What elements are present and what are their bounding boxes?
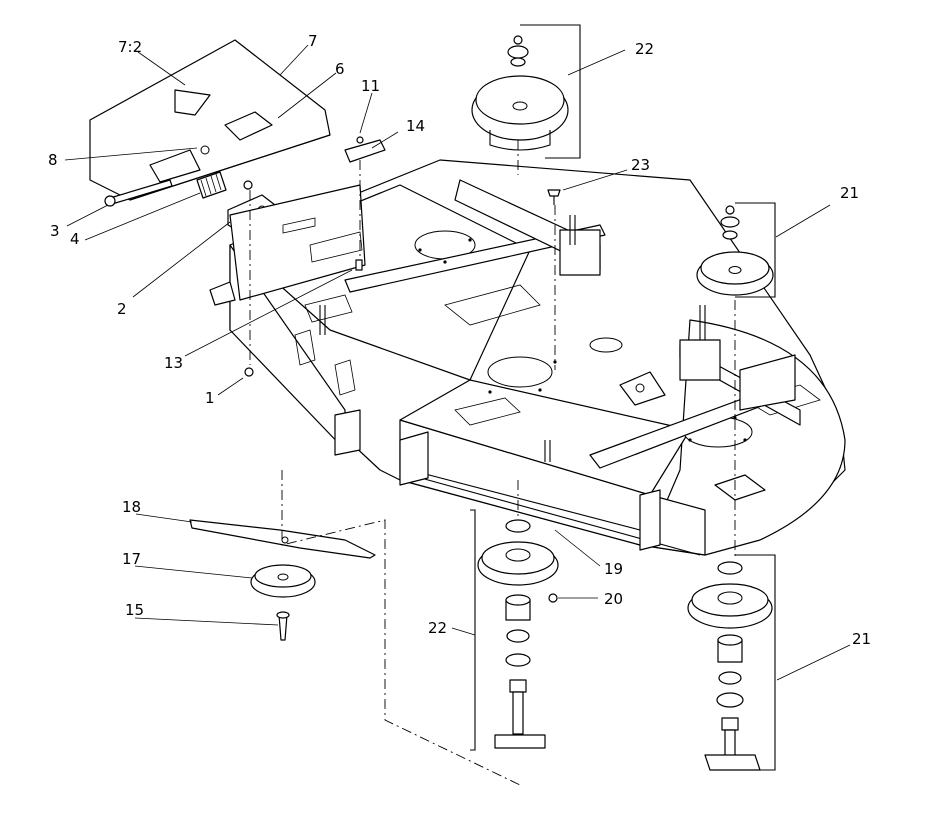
callout-3: 3 bbox=[50, 222, 60, 240]
callout-19: 19 bbox=[604, 560, 623, 578]
bolt-and-spring bbox=[104, 171, 227, 207]
callout-6: 6 bbox=[335, 60, 345, 78]
callout-1: 1 bbox=[205, 389, 215, 407]
callout-7-2: 7:2 bbox=[118, 38, 142, 56]
pulley-21-top bbox=[696, 202, 776, 298]
callout-14: 14 bbox=[406, 117, 425, 135]
blade-assembly bbox=[189, 519, 376, 641]
callout-17: 17 bbox=[122, 550, 141, 568]
bolt-13 bbox=[355, 259, 363, 271]
callout-18: 18 bbox=[122, 498, 141, 516]
callout-22-bottom: 22 bbox=[428, 619, 447, 637]
callout-15: 15 bbox=[125, 601, 144, 619]
callout-13: 13 bbox=[164, 354, 183, 372]
callout-21-top: 21 bbox=[840, 184, 859, 202]
callout-7: 7 bbox=[308, 32, 318, 50]
callout-21-bottom: 21 bbox=[852, 630, 871, 648]
mower-deck bbox=[209, 159, 846, 556]
callout-23: 23 bbox=[631, 156, 650, 174]
assembly-lines bbox=[249, 140, 736, 786]
nut-1 bbox=[244, 367, 254, 377]
pulley-22-top bbox=[471, 24, 581, 159]
belt-shield bbox=[89, 39, 331, 201]
callout-8: 8 bbox=[48, 151, 58, 169]
callout-labels: 7:2 7 6 8 3 4 2 11 14 13 1 22 23 21 18 1… bbox=[48, 32, 871, 648]
spindle-22 bbox=[470, 509, 559, 751]
callout-2: 2 bbox=[117, 300, 127, 318]
nut-20 bbox=[548, 593, 558, 603]
switch-bracket bbox=[229, 136, 386, 301]
callout-20: 20 bbox=[604, 590, 623, 608]
bolt-23 bbox=[547, 189, 561, 205]
leader-lines bbox=[64, 44, 851, 681]
callout-11: 11 bbox=[361, 77, 380, 95]
spindle-21 bbox=[687, 554, 776, 771]
callout-22-top: 22 bbox=[635, 40, 654, 58]
callout-4: 4 bbox=[70, 230, 80, 248]
